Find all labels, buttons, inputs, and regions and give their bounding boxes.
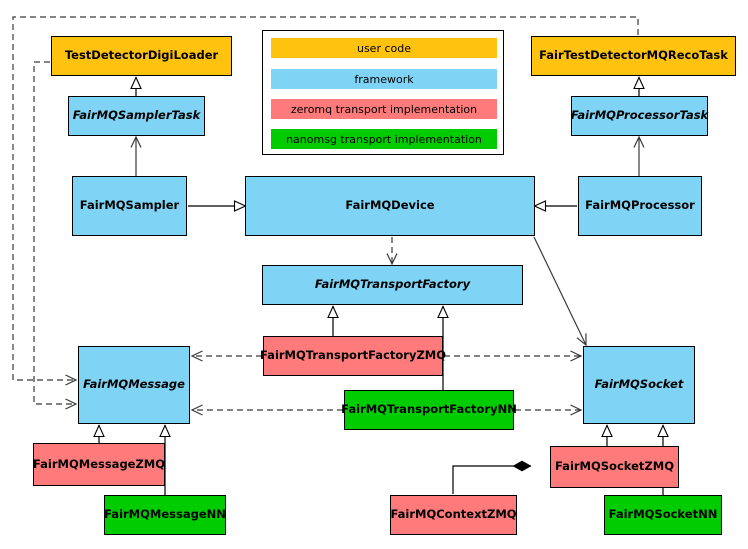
class-node-label: FairMQDevice <box>345 198 435 213</box>
class-node-label: FairMQSamplerTask <box>72 108 201 123</box>
class-node-label: FairMQTransportFactoryZMQ <box>260 348 447 363</box>
class-node-fairtestdetectormqrecotask[interactable]: FairTestDetectorMQRecoTask <box>531 36 736 76</box>
class-node-label: FairMQMessageNN <box>104 507 226 522</box>
legend-item-zeromq: zeromq transport implementation <box>271 99 497 119</box>
class-node-label: FairMQTransportFactoryNN <box>341 402 517 417</box>
class-node-fairmqsocketnn[interactable]: FairMQSocketNN <box>604 495 722 535</box>
class-node-label: FairMQMessageZMQ <box>32 456 166 471</box>
class-node-label: FairMQTransportFactory <box>314 277 471 292</box>
legend-label-nanomsg: nanomsg transport implementation <box>286 132 482 146</box>
class-node-fairmqsampler[interactable]: FairMQSampler <box>72 176 187 236</box>
class-node-fairmqdevice[interactable]: FairMQDevice <box>245 176 535 236</box>
edge-contextzmq-socketzmq <box>452 466 531 494</box>
class-node-label: FairMQMessage <box>83 377 185 392</box>
legend-item-user-code: user code <box>271 38 497 58</box>
class-node-label: TestDetectorDigiLoader <box>64 48 219 63</box>
class-node-label: FairMQSampler <box>79 198 180 213</box>
class-node-fairmqtransportfactory[interactable]: FairMQTransportFactory <box>262 265 523 305</box>
class-node-label: FairMQSocketNN <box>608 507 718 522</box>
legend-item-nanomsg: nanomsg transport implementation <box>271 129 497 149</box>
class-node-label: FairMQSocketZMQ <box>555 459 674 474</box>
class-node-testdetectordigiloader[interactable]: TestDetectorDigiLoader <box>51 36 232 76</box>
class-node-fairmqcontextzmq[interactable]: FairMQContextZMQ <box>390 495 517 535</box>
class-node-fairmqmessagezmq[interactable]: FairMQMessageZMQ <box>33 443 165 486</box>
class-node-fairmqsocketzmq[interactable]: FairMQSocketZMQ <box>550 446 679 488</box>
class-node-fairmqsamplertask[interactable]: FairMQSamplerTask <box>68 96 205 136</box>
class-node-label: FairMQProcessor <box>585 198 695 213</box>
class-node-fairmqmessage[interactable]: FairMQMessage <box>78 346 190 424</box>
edge-device-socket <box>533 236 587 347</box>
legend-item-framework: framework <box>271 69 497 89</box>
class-node-label: FairMQContextZMQ <box>390 507 517 522</box>
class-node-label: FairMQProcessorTask <box>570 108 709 123</box>
legend-label-framework: framework <box>354 72 414 86</box>
class-node-fairmqprocessortask[interactable]: FairMQProcessorTask <box>571 96 708 136</box>
class-node-fairmqmessagenn[interactable]: FairMQMessageNN <box>104 495 226 535</box>
class-node-label: FairTestDetectorMQRecoTask <box>539 48 728 63</box>
legend-label-user-code: user code <box>356 41 412 55</box>
class-node-fairmqsocket[interactable]: FairMQSocket <box>583 346 695 424</box>
class-node-fairmqtransportfactoryzmq[interactable]: FairMQTransportFactoryZMQ <box>260 336 447 376</box>
legend-label-zeromq: zeromq transport implementation <box>290 102 478 116</box>
class-node-fairmqtransportfactorynn[interactable]: FairMQTransportFactoryNN <box>341 390 517 430</box>
legend: user code framework zeromq transport imp… <box>262 30 504 155</box>
class-node-label: FairMQSocket <box>594 377 684 392</box>
class-node-fairmqprocessor[interactable]: FairMQProcessor <box>578 176 702 236</box>
